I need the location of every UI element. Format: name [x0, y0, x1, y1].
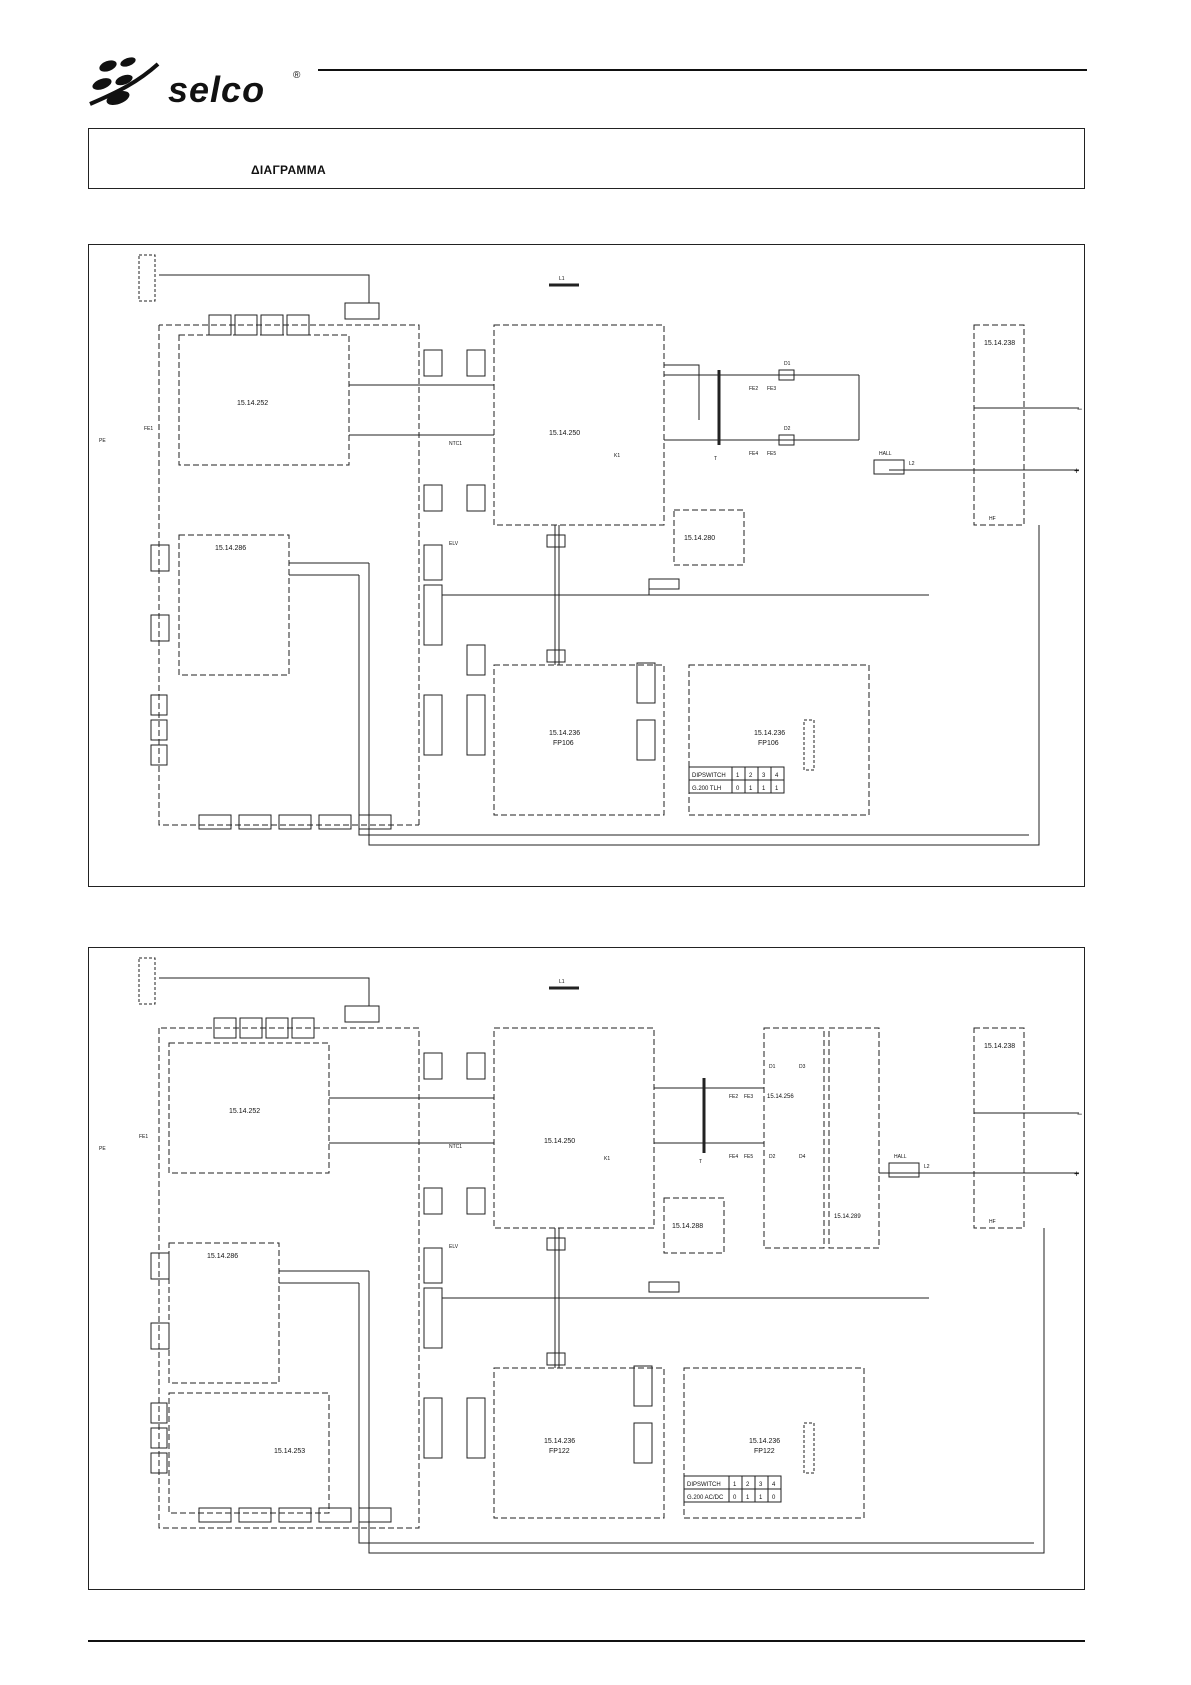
dip-header-4: 4 [775, 773, 779, 779]
label-ntc: NTC1 [449, 441, 462, 447]
label-fe4: FE4 [729, 1154, 738, 1160]
board-input: 15.14.252 [229, 1108, 260, 1115]
label-l2: L2 [909, 461, 915, 467]
dipswitch-table-top: DIPSWITCH 1 2 3 4 G.200 TLH 0 1 1 1 [688, 766, 785, 794]
board-control-right: 15.14.236 [749, 1438, 780, 1445]
board-control-right-sub: FP122 [754, 1448, 775, 1455]
label-ntc: NTC1 [449, 1144, 462, 1150]
board-control-left-sub: FP122 [549, 1448, 570, 1455]
board-hf: 15.14.280 [684, 535, 715, 542]
label-elv: ELV [449, 1244, 459, 1250]
board-hf: 15.14.288 [672, 1223, 703, 1230]
label-plus: + [1074, 466, 1079, 476]
label-d3: D3 [799, 1064, 806, 1070]
board-diode: 15.14.289 [834, 1214, 861, 1220]
dip-row-model: G.200 TLH [692, 786, 721, 792]
board-output: 15.14.238 [984, 340, 1015, 347]
header-rule [318, 69, 1087, 71]
label-fe1: FE1 [144, 426, 153, 432]
board-control-right-sub: FP106 [758, 740, 779, 747]
label-fe2: FE2 [749, 386, 758, 392]
label-hall: HALL [879, 451, 892, 457]
wiring-diagram-bottom: 15.14.252 15.14.250 15.14.286 15.14.253 … [88, 947, 1085, 1590]
label-pe: PE [99, 1146, 106, 1152]
dip-header-2: 2 [749, 773, 753, 779]
label-hall: HALL [894, 1154, 907, 1160]
label-fe1: FE1 [139, 1134, 148, 1140]
board-bottom-left: 15.14.253 [274, 1448, 305, 1455]
dip-row-2: 1 [746, 1495, 750, 1501]
dip-row-1: 0 [736, 786, 740, 792]
dip-header-4: 4 [772, 1482, 776, 1488]
board-input: 15.14.252 [237, 400, 268, 407]
label-fe5: FE5 [744, 1154, 753, 1160]
label-fe5: FE5 [767, 451, 776, 457]
label-l1: L1 [559, 276, 565, 282]
registered-mark: ® [293, 70, 301, 81]
diagram-bottom-drawing: 15.14.252 15.14.250 15.14.286 15.14.253 … [99, 957, 1082, 1554]
dip-row-3: 1 [759, 1495, 763, 1501]
label-k1: K1 [604, 1156, 610, 1162]
dip-header-name: DIPSWITCH [692, 773, 726, 779]
dip-header-2: 2 [746, 1482, 750, 1488]
diagram-top-drawing: 15.14.252 15.14.250 15.14.286 15.14.280 … [99, 254, 1082, 846]
dip-header-3: 3 [759, 1482, 763, 1488]
dip-header-name: DIPSWITCH [687, 1482, 721, 1488]
label-fe2: FE2 [729, 1094, 738, 1100]
logo-wordmark: selco [168, 69, 265, 110]
wiring-diagram-top: 15.14.252 15.14.250 15.14.286 15.14.280 … [88, 244, 1085, 887]
dip-row-2: 1 [749, 786, 753, 792]
dip-header-3: 3 [762, 773, 766, 779]
dip-row-1: 0 [733, 1495, 737, 1501]
board-control-left: 15.14.236 [544, 1438, 575, 1445]
label-minus: − [1077, 404, 1082, 414]
dipswitch-table-bottom: DIPSWITCH 1 2 3 4 G.200 AC/DC 0 1 1 0 [683, 1475, 782, 1503]
board-control-right: 15.14.236 [754, 730, 785, 737]
label-t: T [714, 456, 717, 462]
selco-logo: selco ® [89, 57, 301, 110]
board-control-left-sub: FP106 [553, 740, 574, 747]
dip-header-1: 1 [736, 773, 740, 779]
dip-row-4: 0 [772, 1495, 776, 1501]
dip-row-3: 1 [762, 786, 766, 792]
label-l1: L1 [559, 979, 565, 985]
label-elv: ELV [449, 541, 459, 547]
dip-row-model: G.200 AC/DC [687, 1495, 724, 1501]
label-d2: D2 [784, 426, 791, 432]
label-hf: HF [989, 1219, 996, 1225]
dip-row-4: 1 [775, 786, 779, 792]
label-d4: D4 [799, 1154, 806, 1160]
board-rectifier: 15.14.256 [767, 1094, 794, 1100]
label-pe: PE [99, 438, 106, 444]
label-minus: − [1077, 1109, 1082, 1119]
label-d1: D1 [769, 1064, 776, 1070]
section-title: ΔΙΑΓΡΑΜΜΑ [251, 163, 326, 177]
board-control-left: 15.14.236 [549, 730, 580, 737]
title-box: ΔΙΑΓΡΑΜΜΑ [88, 128, 1085, 189]
board-output: 15.14.238 [984, 1043, 1015, 1050]
label-fe4: FE4 [749, 451, 758, 457]
label-l2: L2 [924, 1164, 930, 1170]
board-aux: 15.14.286 [207, 1253, 238, 1260]
label-d1: D1 [784, 361, 791, 367]
label-fe3: FE3 [744, 1094, 753, 1100]
label-t: T [699, 1159, 702, 1165]
label-hf: HF [989, 516, 996, 522]
label-d2: D2 [769, 1154, 776, 1160]
label-plus: + [1074, 1169, 1079, 1179]
board-main: 15.14.250 [549, 430, 580, 437]
dip-header-1: 1 [733, 1482, 737, 1488]
footer-rule [88, 1640, 1085, 1642]
board-main: 15.14.250 [544, 1138, 575, 1145]
label-fe3: FE3 [767, 386, 776, 392]
label-k1: K1 [614, 453, 620, 459]
board-aux: 15.14.286 [215, 545, 246, 552]
